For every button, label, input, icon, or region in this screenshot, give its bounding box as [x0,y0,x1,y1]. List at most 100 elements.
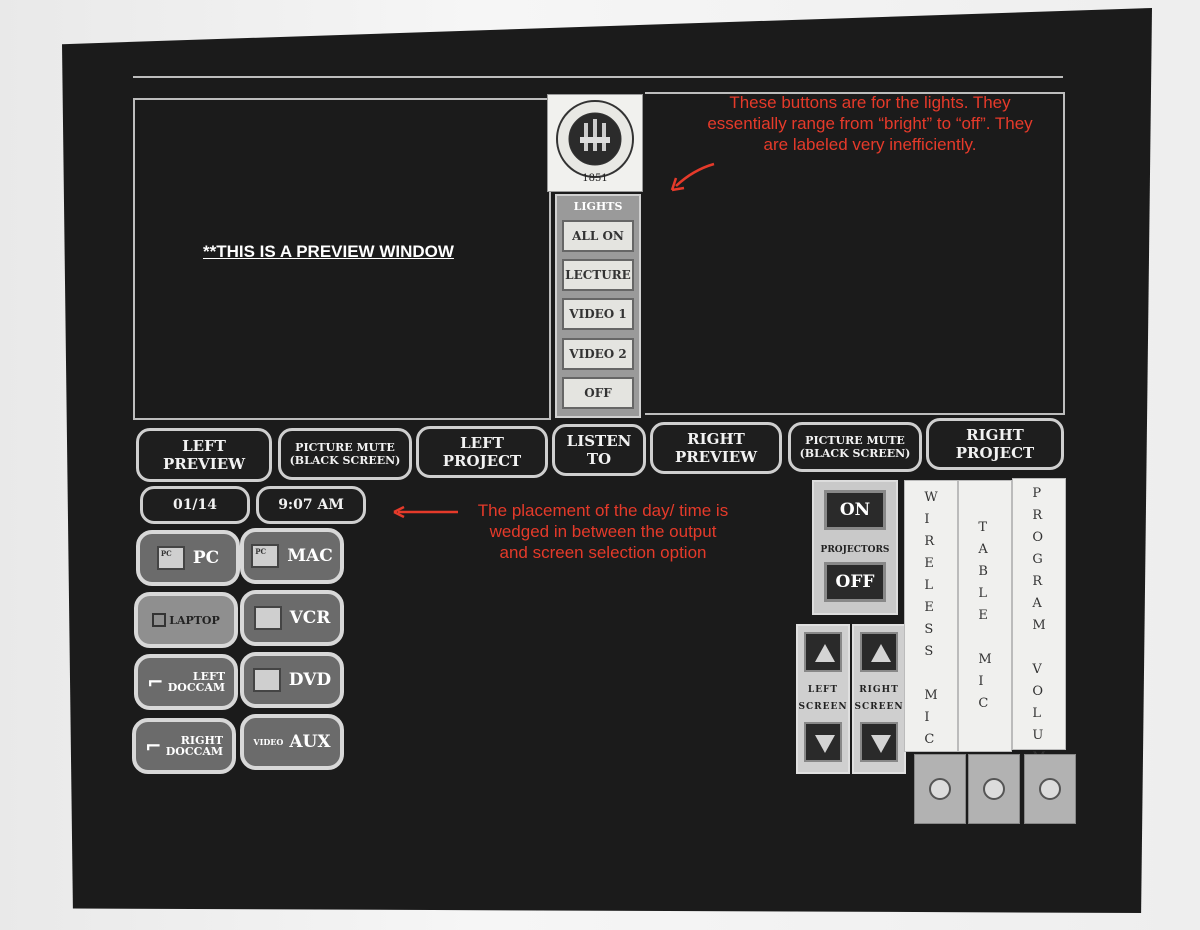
left-project-button[interactable]: LEFT PROJECT [416,426,548,478]
projectors-on-button[interactable]: ON [824,490,886,530]
wireless-mic-volume-knob[interactable] [914,754,966,824]
slider-letter: T [978,520,988,535]
slider-letter: R [1032,508,1043,523]
projectors-panel: ON PROJECTORS OFF [812,480,898,615]
arrow-down-icon [871,735,891,753]
slider-letter: A [978,542,988,557]
slider-letter: C [924,732,935,747]
mac-icon-text: PC [255,547,267,556]
right-picture-mute-line1: PICTURE MUTE [805,434,905,447]
lights-annotation-arrow-icon [670,162,715,192]
left-screen-down-button[interactable] [804,722,842,762]
right-doccam-label-top: RIGHT [180,734,224,747]
slider-letter: C [978,696,989,711]
lights-video1-button[interactable]: VIDEO 1 [562,298,634,330]
slider-letter [978,627,991,649]
lights-all-on-button[interactable]: ALL ON [562,220,634,252]
left-picture-mute-button[interactable]: PICTURE MUTE (BLACK SCREEN) [278,428,412,480]
lights-annotation: These buttons are for the lights. They e… [707,93,1033,154]
right-doccam-label-bottom: DOCCAM [165,745,224,758]
right-picture-mute-button[interactable]: PICTURE MUTE (BLACK SCREEN) [788,422,922,472]
right-project-button[interactable]: RIGHT PROJECT [926,418,1064,470]
slider-letter: I [978,674,984,689]
slider-letter: O [1032,530,1044,545]
source-left-doccam-button[interactable]: ⌐ LEFT DOCCAM [134,654,238,710]
left-screen-line2: SCREEN [798,702,848,712]
arrow-up-icon [871,644,891,662]
slider-letter [1032,637,1045,659]
left-doccam-label-top: LEFT [192,670,226,683]
slider-letter: L [1032,706,1041,721]
slider-letter: L [978,586,987,601]
pc-icon: PC [156,546,185,570]
right-screen-up-button[interactable] [860,632,898,672]
lights-title: LIGHTS [573,200,623,213]
vcr-icon [253,606,282,630]
datetime-annotation-arrow-icon [393,505,458,519]
source-laptop-button[interactable]: LAPTOP [134,592,238,648]
seal-year: 1851 [582,173,608,184]
right-preview-button[interactable]: RIGHT PREVIEW [650,422,782,474]
listen-to-button[interactable]: LISTEN TO [552,424,646,476]
slider-letter: I [924,512,930,527]
left-preview-line1: LEFT [182,437,226,455]
left-screen-label: LEFT SCREEN [798,682,848,716]
right-screen-line2: SCREEN [854,702,904,712]
slider-letter: E [978,608,988,623]
slider-letter: U [1032,728,1044,743]
slider-letter: E [924,556,934,571]
left-preview-window [133,98,551,420]
preview-window-label: **THIS IS A PREVIEW WINDOW [203,242,454,261]
source-mac-button[interactable]: PC MAC [240,528,344,584]
left-screen-up-button[interactable] [804,632,842,672]
slider-letter: M [924,688,938,703]
projectors-off-button[interactable]: OFF [824,562,886,602]
right-picture-mute-line2: (BLACK SCREEN) [799,447,911,460]
volume-knob-icon [983,778,1005,800]
right-preview-line1: RIGHT [687,430,745,448]
video-icon: VIDEO [253,737,284,747]
left-doccam-label-bottom: DOCCAM [167,681,226,694]
doccam-icon: ⌐ [144,734,162,758]
source-dvd-button[interactable]: DVD [240,652,344,708]
slider-letter: M [978,652,992,667]
mac-icon: PC [251,544,280,568]
arrow-up-icon [815,644,835,662]
time-display: 9:07 AM [256,486,366,524]
slider-letter: A [1032,596,1042,611]
source-vcr-button[interactable]: VCR [240,590,344,646]
doccam-icon: ⌐ [146,670,164,694]
lights-lecture-button[interactable]: LECTURE [562,259,634,291]
slider-letter: R [1032,574,1043,589]
lights-panel: LIGHTS ALL ON LECTURE VIDEO 1 VIDEO 2 OF… [555,194,641,418]
left-preview-button[interactable]: LEFT PREVIEW [136,428,272,482]
source-pc-button[interactable]: PC PC [136,530,240,586]
lights-video2-button[interactable]: VIDEO 2 [562,338,634,370]
right-screen-line1: RIGHT [859,685,899,695]
table-mic-volume-knob[interactable] [968,754,1020,824]
lights-off-button[interactable]: OFF [562,377,634,409]
pc-icon-text: PC [160,549,172,558]
left-screen-control: LEFT SCREEN [796,624,850,774]
time-text: 9:07 AM [278,497,344,513]
source-mac-label: MAC [287,546,333,566]
arrow-down-icon [815,735,835,753]
left-picture-mute-line1: PICTURE MUTE [295,441,395,454]
projectors-label: PROJECTORS [820,545,890,555]
seal-icon [556,100,634,178]
program-volume-knob[interactable] [1024,754,1076,824]
source-dvd-label: DVD [288,670,332,690]
source-right-doccam-button[interactable]: ⌐ RIGHT DOCCAM [132,718,236,774]
slider-letter: E [924,600,934,615]
slider-letter: G [1032,552,1043,567]
source-aux-button[interactable]: VIDEO AUX [240,714,344,770]
university-seal-logo: 1851 [547,94,643,192]
source-vcr-label: VCR [289,608,331,628]
right-screen-down-button[interactable] [860,722,898,762]
